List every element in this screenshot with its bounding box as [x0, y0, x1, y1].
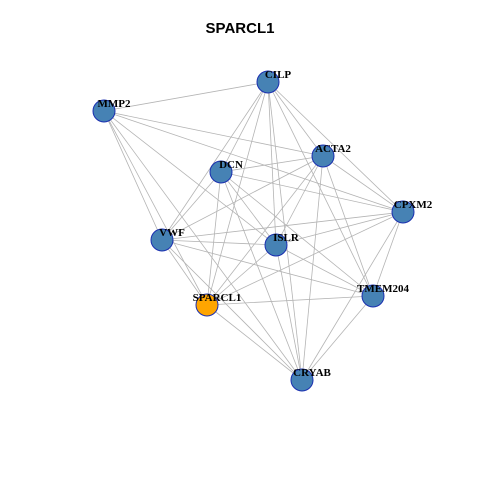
edge-cpxm2-cryab [301, 211, 404, 381]
edge-cilp-dcn [220, 81, 269, 173]
figure-title: SPARCL1 [205, 20, 275, 37]
edges-layer [103, 81, 404, 381]
edge-cilp-mmp2 [103, 81, 269, 112]
node-label-cpxm2: CPXM2 [394, 199, 433, 211]
edge-dcn-tmem204 [220, 171, 374, 297]
edge-dcn-vwf [161, 171, 222, 241]
edge-dcn-cryab [220, 171, 303, 381]
node-islr [264, 233, 288, 257]
edge-islr-sparcl1 [206, 244, 277, 306]
edge-mmp2-cpxm2 [103, 110, 404, 213]
node-mmp2 [92, 99, 116, 123]
edge-vwf-cryab [161, 239, 303, 381]
edge-vwf-sparcl1 [161, 239, 208, 306]
node-tmem204 [361, 284, 385, 308]
edge-dcn-sparcl1 [206, 171, 222, 306]
edge-acta2-vwf [161, 155, 324, 241]
node-label-tmem204: TMEM204 [357, 283, 409, 295]
edge-dcn-cpxm2 [220, 171, 404, 213]
node-cryab [290, 368, 314, 392]
edge-vwf-tmem204 [161, 239, 374, 297]
node-label-sparcl1: SPARCL1 [193, 292, 242, 304]
edge-cpxm2-vwf [161, 211, 404, 241]
node-cpxm2 [391, 200, 415, 224]
edge-sparcl1-cryab [206, 304, 303, 381]
edge-cilp-cryab [267, 81, 303, 381]
edge-mmp2-sparcl1 [103, 110, 208, 306]
edge-cpxm2-sparcl1 [206, 211, 404, 306]
node-vwf [150, 228, 174, 252]
edge-mmp2-cryab [103, 110, 303, 381]
node-sparcl1 [195, 293, 219, 317]
edge-cpxm2-tmem204 [372, 211, 404, 297]
edge-cilp-acta2 [267, 81, 324, 157]
edge-acta2-islr [275, 155, 324, 246]
node-label-islr: ISLR [273, 232, 300, 244]
node-acta2 [311, 144, 335, 168]
node-label-vwf: VWF [159, 227, 185, 239]
node-cilp [256, 70, 280, 94]
edge-cpxm2-islr [275, 211, 404, 246]
edge-vwf-islr [161, 239, 277, 246]
edge-cilp-tmem204 [267, 81, 374, 297]
node-dcn [209, 160, 233, 184]
edge-acta2-cpxm2 [322, 155, 404, 213]
node-label-acta2: ACTA2 [315, 143, 351, 155]
edge-dcn-islr [220, 171, 277, 246]
edge-tmem204-cryab [301, 295, 374, 381]
edge-acta2-dcn [220, 155, 324, 173]
node-label-cilp: CILP [265, 69, 292, 81]
node-label-cryab: CRYAB [293, 367, 331, 379]
edge-islr-tmem204 [275, 244, 374, 297]
edge-mmp2-vwf [103, 110, 163, 241]
node-label-dcn: DCN [219, 159, 243, 171]
edge-tmem204-sparcl1 [206, 295, 374, 306]
edge-islr-cryab [275, 244, 303, 381]
node-label-mmp2: MMP2 [98, 98, 131, 110]
edge-cilp-cpxm2 [267, 81, 404, 213]
edge-mmp2-islr [103, 110, 277, 246]
edge-mmp2-acta2 [103, 110, 324, 157]
nodes-layer [92, 70, 415, 392]
